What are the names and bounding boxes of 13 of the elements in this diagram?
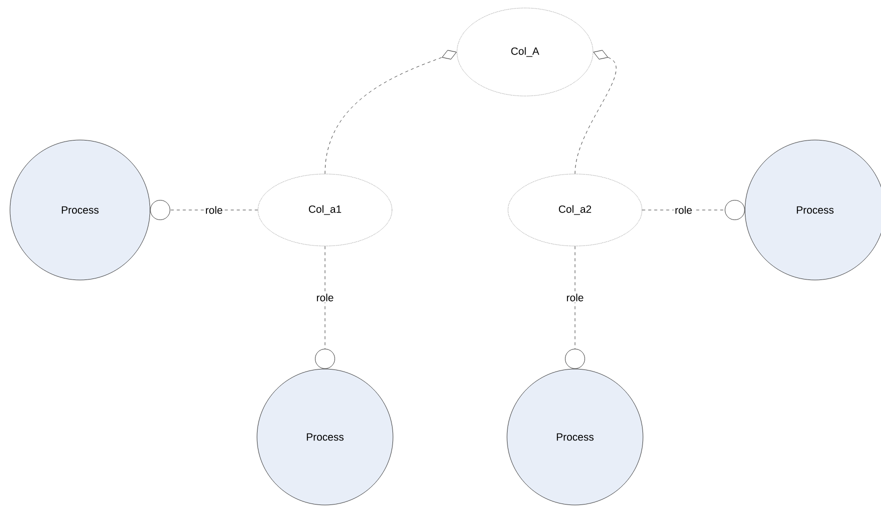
connector [642,200,745,220]
connector [324,50,457,174]
edge-label: role [204,205,224,215]
connector [315,246,335,369]
connector [565,246,585,369]
edge-label: role [565,292,585,302]
connector [150,200,258,220]
ellipse-node: Col_A [456,8,594,96]
edge-label: role [674,205,694,215]
ellipse-node: Col_a1 [258,174,392,246]
edge-label: role [315,292,335,302]
ellipse-node: Col_a2 [508,174,642,246]
connector [574,50,616,174]
